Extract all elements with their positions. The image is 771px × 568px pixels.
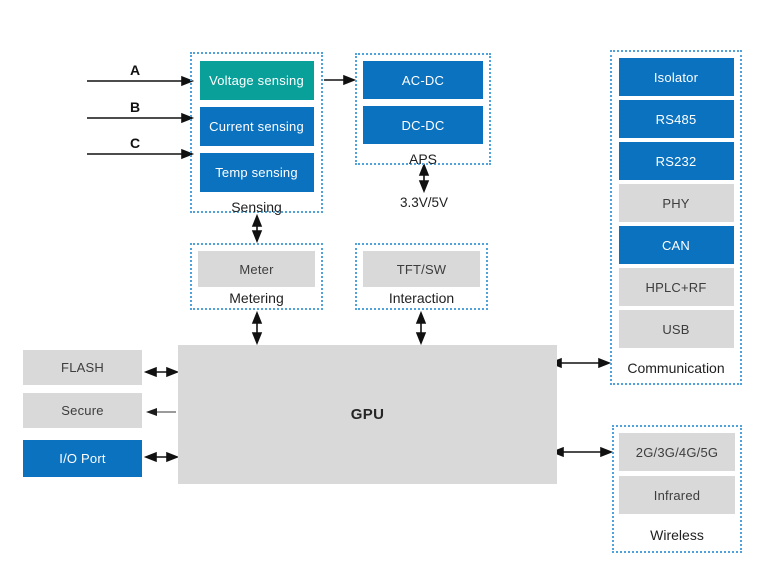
input-label-a: A bbox=[129, 62, 141, 78]
gpu-block: GPU bbox=[178, 345, 557, 484]
metering-group: Meter Metering bbox=[190, 243, 323, 310]
aps-group: AC-DC DC-DC APS bbox=[355, 53, 491, 167]
block-cellular: 2G/3G/4G/5G bbox=[619, 433, 735, 471]
block-io-port: I/O Port bbox=[23, 440, 142, 477]
input-label-b: B bbox=[129, 99, 141, 115]
block-secure: Secure bbox=[23, 393, 142, 428]
sensing-group-label: Sensing bbox=[231, 199, 282, 215]
wireless-group: 2G/3G/4G/5G Infrared Wireless bbox=[612, 425, 742, 553]
interaction-group: TFT/SW Interaction bbox=[355, 243, 488, 310]
power-rail-label: 3.3V/5V bbox=[399, 195, 449, 210]
input-label-c: C bbox=[129, 135, 141, 151]
interaction-group-label: Interaction bbox=[388, 289, 455, 306]
block-ac-dc: AC-DC bbox=[363, 61, 483, 99]
aps-group-label: APS bbox=[408, 151, 437, 167]
sensing-group: Voltage sensing Current sensing Temp sen… bbox=[190, 52, 323, 215]
communication-group: Isolator RS485 RS232 PHY CAN HPLC+RF USB… bbox=[610, 50, 742, 385]
block-meter: Meter bbox=[198, 251, 315, 287]
block-infrared: Infrared bbox=[619, 476, 735, 514]
block-flash: FLASH bbox=[23, 350, 142, 385]
block-usb: USB bbox=[618, 310, 734, 348]
block-temp-sensing: Temp sensing bbox=[199, 153, 314, 192]
wireless-group-label: Wireless bbox=[650, 527, 704, 543]
block-current-sensing: Current sensing bbox=[199, 107, 314, 146]
communication-group-label: Communication bbox=[627, 359, 725, 376]
block-can: CAN bbox=[618, 226, 734, 264]
block-rs232: RS232 bbox=[618, 142, 734, 180]
block-phy: PHY bbox=[618, 184, 734, 222]
block-hplc-rf: HPLC+RF bbox=[618, 268, 734, 306]
block-rs485: RS485 bbox=[618, 100, 734, 138]
block-voltage-sensing: Voltage sensing bbox=[199, 61, 314, 100]
metering-group-label: Metering bbox=[229, 289, 284, 306]
block-dc-dc: DC-DC bbox=[363, 106, 483, 144]
block-isolator: Isolator bbox=[618, 58, 734, 96]
block-tft-sw: TFT/SW bbox=[363, 251, 480, 287]
